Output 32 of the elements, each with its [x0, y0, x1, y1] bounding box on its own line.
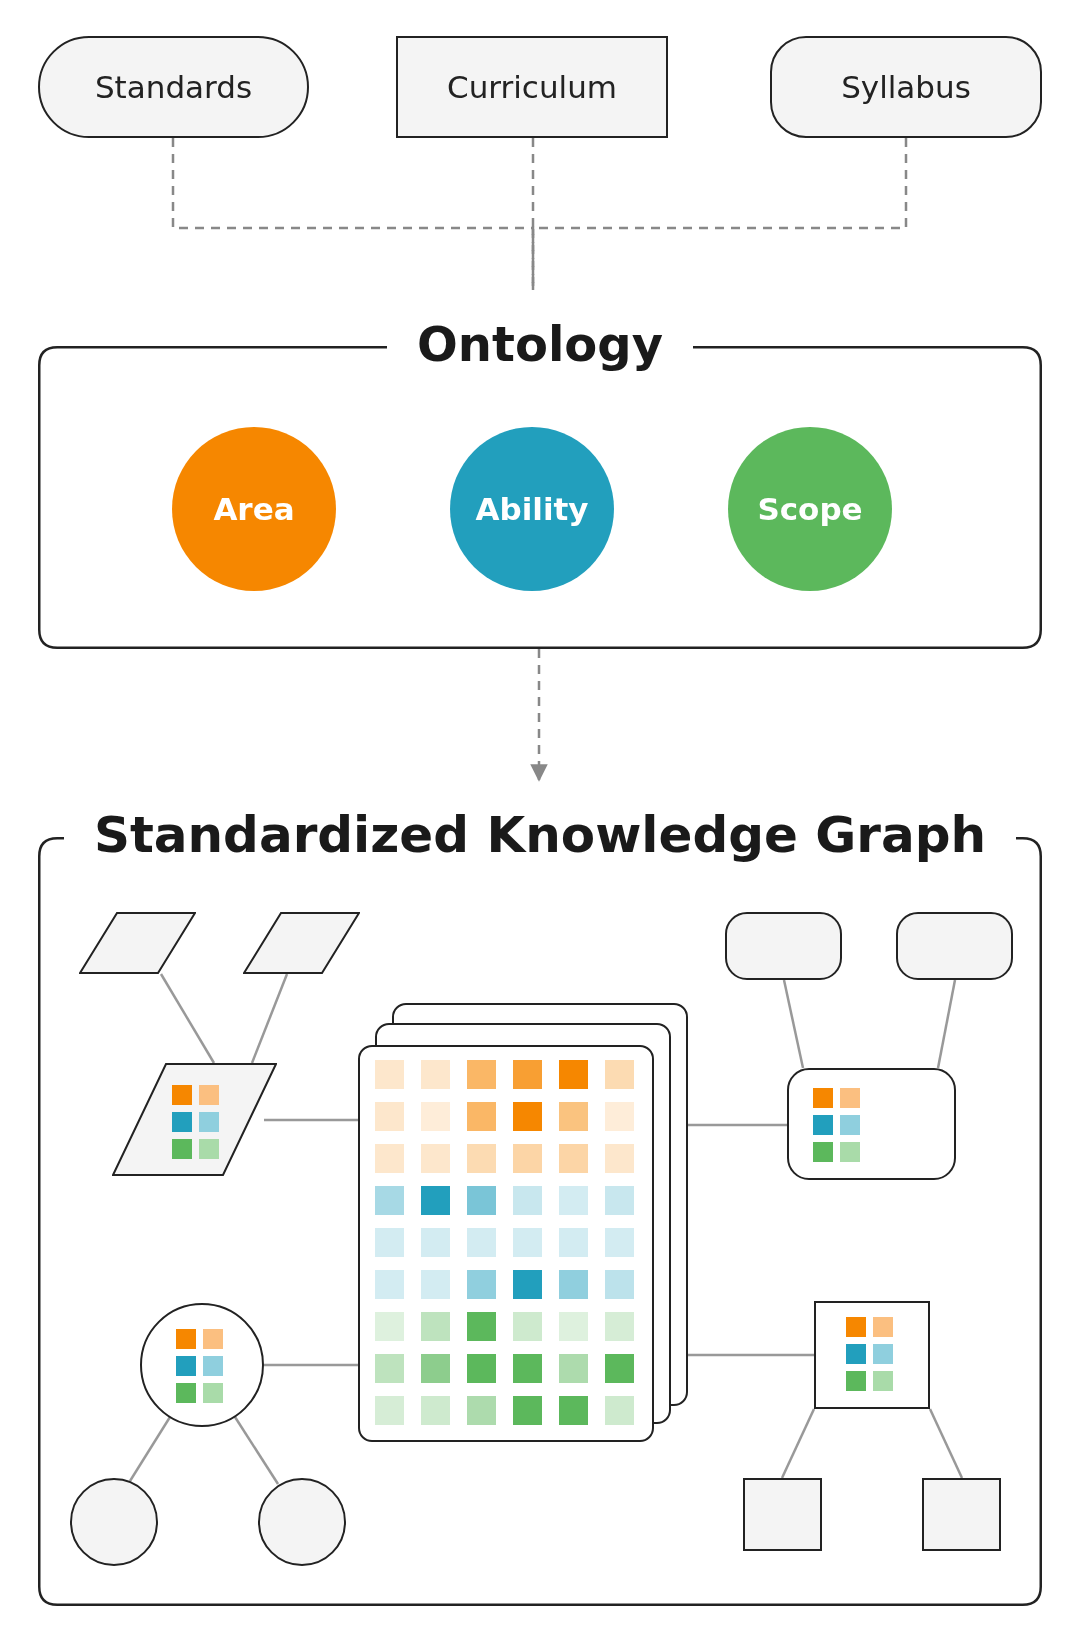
rectangle-box: Curriculum — [396, 36, 668, 138]
parallelogram-shape — [79, 912, 196, 974]
square-box — [814, 1301, 930, 1409]
parallelogram-shape — [243, 912, 360, 974]
connector-line — [264, 1118, 358, 1122]
circle-node: Ability — [450, 427, 614, 591]
rounded-box: Standards — [38, 36, 309, 138]
rounded-box: Syllabus — [770, 36, 1042, 138]
connector-line — [233, 1416, 280, 1485]
group-title: Standardized Knowledge Graph — [93, 806, 987, 864]
connector-line — [264, 1363, 358, 1367]
arrow — [530, 649, 548, 782]
group-title: Ontology — [417, 316, 663, 372]
connector-line — [688, 1353, 814, 1357]
connector-line — [531, 138, 535, 290]
circle-node: Area — [172, 427, 336, 591]
square-box — [743, 1478, 822, 1551]
connector-line — [159, 973, 216, 1064]
parallelogram-shape — [112, 1063, 277, 1176]
circle-node: Scope — [728, 427, 892, 591]
rounded-box — [896, 912, 1013, 980]
connector-line — [782, 979, 805, 1069]
rounded-box — [787, 1068, 956, 1180]
connector-line — [928, 1408, 964, 1479]
rounded-box — [725, 912, 842, 980]
card-stack-drawing — [358, 1003, 688, 1442]
connector-line — [780, 1408, 816, 1479]
connector-line — [250, 973, 289, 1064]
connector-line — [936, 979, 957, 1069]
connector-line — [688, 1123, 787, 1127]
square-box — [922, 1478, 1001, 1551]
connector-line — [128, 1416, 172, 1482]
